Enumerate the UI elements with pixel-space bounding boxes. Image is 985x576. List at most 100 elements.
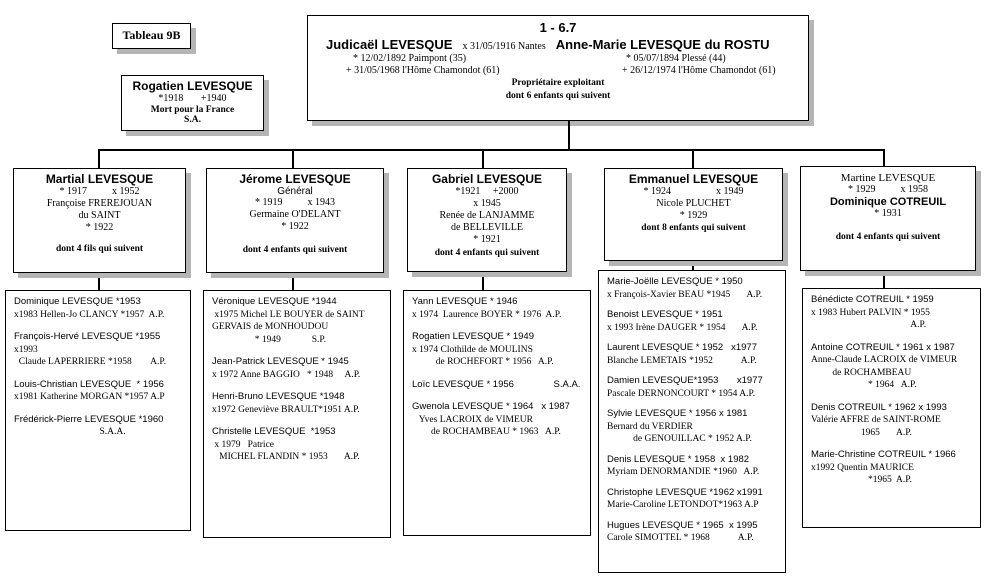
- descendant-line: x 1993 Irène DAUGER * 1954 A.P.: [607, 322, 758, 333]
- connector-line: [883, 270, 885, 288]
- descendant-line: Loïc LEVESQUE * 1956 S.A.A.: [412, 378, 581, 390]
- descendant-line: Denis LEVESQUE * 1958 x 1982: [607, 453, 750, 465]
- child-box-jerome: Jérome LEVESQUE Général * 1919 x 1943 Ge…: [206, 168, 384, 273]
- descendant-line: x1992 Quentin MAURICE: [811, 462, 914, 473]
- descendant-line: de ROCHAMBEAU: [811, 367, 912, 378]
- descendant-line: x1983 Hellen-Jo CLANCY *1957 A.P.: [14, 309, 165, 320]
- descendant-line: x 1972 Anne BAGGIO * 1948 A.P.: [212, 369, 361, 380]
- descendant-line: Marie-Christine COTREUIL * 1966: [811, 449, 956, 460]
- child-detail: * 1922: [281, 221, 309, 232]
- descendant-line: Denis COTREUIL * 1962 x 1993: [811, 401, 947, 413]
- descendant-line: Henri-Bruno LEVESQUE *1948: [212, 391, 345, 402]
- descendant-line: de ROCHAMBEAU * 1963 A.P.: [412, 427, 561, 437]
- child-name: Jérome LEVESQUE: [239, 172, 351, 186]
- descendant-line: x 1974 Clothilde de MOULINS: [412, 344, 533, 355]
- descendant-line: Rogatien LEVESQUE * 1949: [412, 331, 534, 342]
- descendant-line: Christelle LEVESQUE *1953: [212, 426, 336, 437]
- tableau-label: Tableau 9B: [112, 23, 191, 49]
- connector-line: [292, 150, 294, 168]
- connector-line: [98, 272, 100, 290]
- descendant-line: de ROCHEFORT * 1956 A.P.: [412, 357, 554, 367]
- wife-death: + 26/12/1974 l'Hôme Chamondot (61): [622, 65, 776, 76]
- descendant-line: x François-Xavier BEAU *1945 A.P.: [607, 289, 763, 300]
- child-detail: * 1922: [85, 222, 114, 233]
- children-count: dont 6 enfants qui suivent: [505, 91, 611, 101]
- child-detail: Nicole PLUCHET: [656, 198, 731, 209]
- descendant-entry: Gwenola LEVESQUE * 1964 x 1987 Yves LACR…: [412, 401, 582, 439]
- descendant-line: x 1974 Laurence BOYER * 1976 A.P.: [412, 309, 562, 320]
- child-footer: dont 4 fils qui suivent: [55, 244, 144, 254]
- child-name: Martial LEVESQUE: [45, 172, 154, 186]
- descendant-line: Sylvie LEVESQUE * 1956 x 1981: [607, 408, 748, 419]
- descendant-line: Bernard du VERDIER: [607, 421, 693, 432]
- descendant-line: S.A.A.: [14, 427, 126, 437]
- descendant-line: 1965 A.P.: [811, 427, 912, 438]
- child-footer: dont 4 enfants qui suivent: [835, 232, 941, 242]
- descendant-line: François-Hervé LEVESQUE *1955: [14, 331, 161, 342]
- descendant-line: *1965 A.P.: [811, 475, 912, 485]
- descendant-line: x1972 Geneviève BRAULT*1951 A.P.: [212, 404, 360, 415]
- child-box-martial: Martial LEVESQUE * 1917 x 1952 Françoise…: [13, 168, 186, 273]
- descendant-entry: Loïc LEVESQUE * 1956 S.A.A.: [412, 379, 582, 392]
- descendant-line: Christophe LEVESQUE *1962 x1991: [607, 486, 763, 498]
- descendant-line: Valérie AFFRE de SAINT-ROME: [811, 415, 941, 425]
- child-detail: * 1929 x 1958: [848, 184, 928, 195]
- descendant-line: Jean-Patrick LEVESQUE * 1945: [212, 356, 349, 367]
- descendant-line: Benoist LEVESQUE * 1951: [607, 309, 723, 320]
- descendant-entry: Christelle LEVESQUE *1953 x 1979 Patrice…: [212, 426, 382, 464]
- descendant-entry: Benoist LEVESQUE * 1951 x 1993 Irène DAUG…: [607, 309, 777, 334]
- descendant-line: Antoine COTREUIL * 1961 x 1987: [811, 341, 955, 353]
- spouse-birth: * 1931: [874, 208, 902, 219]
- descendant-entry: Jean-Patrick LEVESQUE * 1945 x 1972 Anne …: [212, 356, 382, 381]
- wife-name: Anne-Marie LEVESQUE du ROSTU: [555, 37, 770, 52]
- descendant-line: Laurent LEVESQUE * 1952 x1977: [607, 342, 757, 353]
- occupation: Propriétaire exploitant: [511, 78, 605, 88]
- descendant-entry: Rogatien LEVESQUE * 1949 x 1974 Clothilde…: [412, 331, 582, 369]
- descendant-line: x 1979 Patrice: [212, 439, 275, 450]
- connector-line: [98, 149, 885, 151]
- descendant-line: x1981 Katherine MORGAN *1957 A.P: [14, 392, 165, 402]
- descendant-line: * 1964 A.P.: [811, 380, 917, 390]
- child-detail: Renée de LANJAMME: [439, 210, 535, 221]
- child-footer: dont 8 enfants qui suivent: [641, 223, 746, 233]
- descendant-line: Yves LACROIX de VIMEUR: [412, 414, 533, 425]
- rogatien-name: Rogatien LEVESQUE: [132, 79, 253, 93]
- descendants-box: Véronique LEVESQUE *1944 x1975 Michel LE…: [203, 290, 391, 538]
- connector-line: [98, 150, 100, 168]
- connector-line: [883, 150, 885, 166]
- descendant-line: de GENOUILLAC * 1952 A.P.: [607, 434, 752, 444]
- descendant-entry: Henri-Bruno LEVESQUE *1948 x1972 Genevièv…: [212, 391, 382, 416]
- descendant-line: A.P.: [811, 320, 927, 330]
- connector-line: [482, 271, 484, 290]
- main-number: 1 - 6.7: [539, 20, 577, 35]
- child-detail: de BELLEVILLE: [451, 222, 523, 233]
- descendant-line: x1993: [14, 344, 38, 355]
- connector-line: [692, 150, 694, 168]
- child-detail: du SAINT: [78, 210, 121, 221]
- descendant-line: * 1949 S.P.: [212, 334, 327, 345]
- descendant-line: Pascale DERNONCOURT * 1954 A.P.: [607, 388, 756, 399]
- connector-line: [482, 150, 484, 168]
- child-title: Général: [277, 186, 313, 197]
- child-detail: *1921 +2000: [455, 186, 519, 197]
- child-footer: dont 4 enfants qui suivent: [434, 248, 540, 258]
- child-box-martine: Martine LEVESQUE * 1929 x 1958 Dominique…: [800, 166, 976, 271]
- rogatien-box: Rogatien LEVESQUE *1918 +1940 Mort pour …: [121, 75, 264, 131]
- child-footer: dont 4 enfants qui suivent: [242, 245, 348, 255]
- husband-death: + 31/05/1968 l'Hôme Chamondot (61): [346, 65, 500, 76]
- child-name: Martine LEVESQUE: [840, 172, 936, 184]
